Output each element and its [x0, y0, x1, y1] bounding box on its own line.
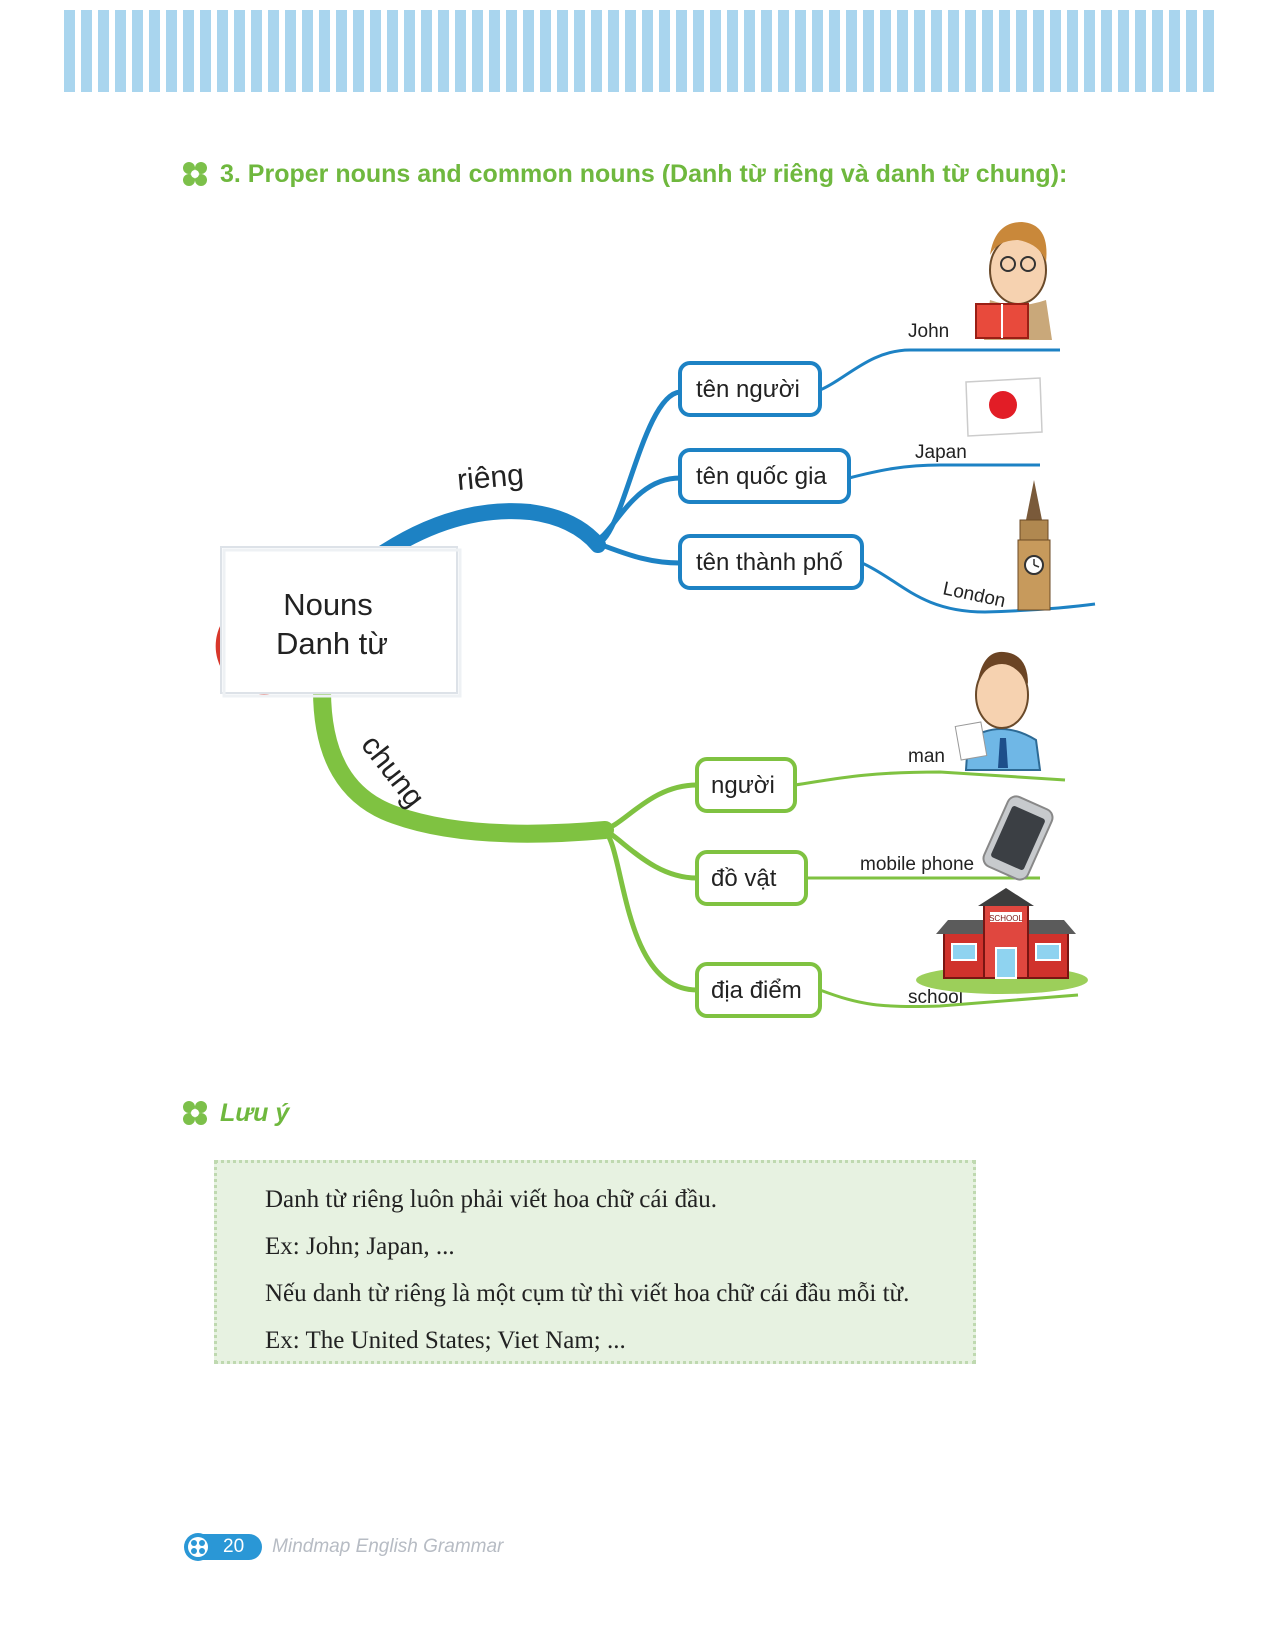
node-label: tên quốc gia — [696, 463, 827, 490]
common-trunk — [313, 681, 614, 843]
clover-icon — [183, 1101, 207, 1125]
note-line: Ex: The United States; Viet Nam; ... — [265, 1327, 626, 1354]
leaf-man: man — [908, 746, 945, 767]
note-title: Lưu ý — [220, 1098, 290, 1127]
node-label: tên người — [696, 376, 800, 403]
node-ten-thanh-pho: tên thành phố — [678, 534, 864, 590]
section-title: 3. Proper nouns and common nouns (Danh t… — [220, 159, 1068, 188]
school-building-icon: SCHOOL — [916, 888, 1088, 994]
leaf-john: John — [908, 321, 949, 342]
page-footer: 20 Mindmap English Grammar — [183, 1532, 503, 1562]
big-ben-icon — [1017, 480, 1051, 611]
book-title: Mindmap English Grammar — [272, 1536, 504, 1557]
clover-icon — [183, 162, 207, 186]
node-ten-nguoi: tên người — [678, 361, 822, 417]
node-ten-quoc-gia: tên quốc gia — [678, 448, 851, 504]
note-line: Danh từ riêng luôn phải viết hoa chữ cái… — [265, 1186, 717, 1213]
node-dia-diem: địa điểm — [695, 962, 822, 1018]
center-title-vi: Danh từ — [276, 626, 388, 661]
proper-trunk — [372, 503, 606, 563]
note-heading: Lưu ý — [180, 1098, 289, 1128]
book-logo-icon — [184, 1533, 212, 1561]
proper-branch-label: riêng — [456, 458, 525, 497]
node-nguoi: người — [695, 757, 797, 813]
mindmap-diagram: riêng chung Nouns Danh từ tên người tên … — [215, 222, 1096, 1018]
header-stripe-band — [64, 10, 1216, 92]
note-box: Danh từ riêng luôn phải viết hoa chữ cái… — [214, 1160, 976, 1364]
japan-flag-icon — [965, 377, 1043, 437]
leaf-school: school — [908, 987, 963, 1008]
center-node: Nouns Danh từ — [220, 546, 462, 698]
node-label: người — [711, 772, 775, 799]
mobile-phone-icon — [982, 795, 1054, 881]
school-sign-text: SCHOOL — [989, 914, 1023, 923]
node-label: đồ vật — [711, 865, 777, 892]
reading-man-icon — [975, 222, 1052, 340]
leaf-japan: Japan — [915, 442, 967, 463]
note-line: Nếu danh từ riêng là một cụm từ thì viết… — [265, 1280, 910, 1307]
businessman-icon — [954, 651, 1042, 771]
leaf-mobile-phone: mobile phone — [860, 854, 974, 875]
node-label: tên thành phố — [696, 549, 843, 576]
center-title-en: Nouns — [283, 587, 373, 622]
note-line: Ex: John; Japan, ... — [265, 1233, 455, 1260]
section-heading: 3. Proper nouns and common nouns (Danh t… — [180, 156, 1067, 192]
node-label: địa điểm — [711, 977, 802, 1004]
node-do-vat: đồ vật — [695, 850, 808, 906]
